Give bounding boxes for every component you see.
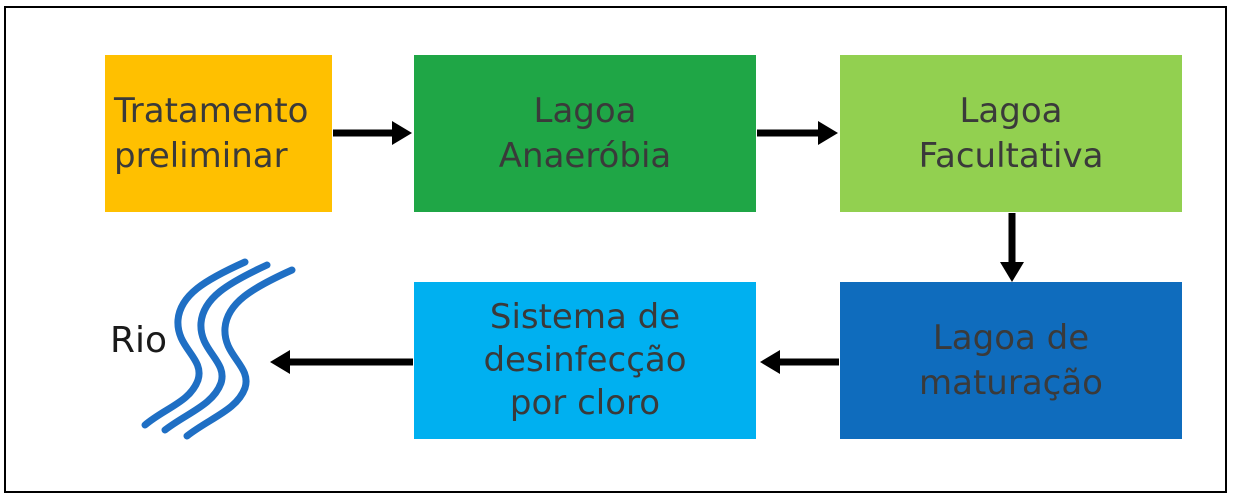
arrow-desinfeccao-to-rio: [270, 350, 413, 374]
river-icon: [141, 258, 296, 440]
node-lagoa-anaerobia: Lagoa Anaeróbia: [414, 55, 756, 212]
arrow-anaerobia-to-facultativa: [757, 121, 838, 145]
node-sistema-desinfeccao: Sistema de desinfecção por cloro: [414, 282, 756, 439]
node-tratamento-preliminar: Tratamento preliminar: [105, 55, 332, 212]
node-lagoa-maturacao: Lagoa de maturação: [840, 282, 1182, 439]
node-lagoa-facultativa: Lagoa Facultativa: [840, 55, 1182, 212]
arrow-maturacao-to-desinfeccao: [760, 350, 839, 374]
arrow-facultativa-to-maturacao: [1000, 213, 1024, 282]
diagram-frame: [4, 6, 1227, 493]
river-label: Rio: [110, 320, 168, 361]
arrow-preliminar-to-anaerobia: [333, 121, 412, 145]
